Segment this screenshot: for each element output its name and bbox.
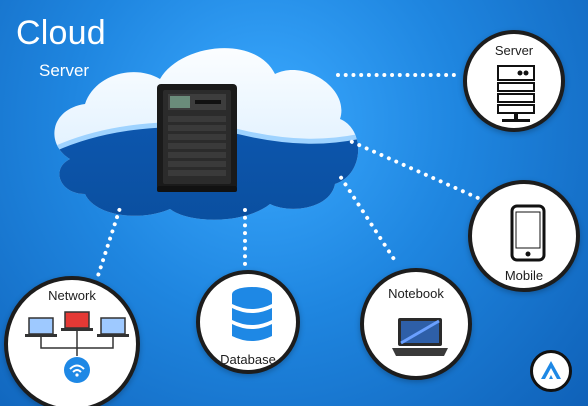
page-title: Cloud	[16, 14, 106, 52]
server-icon	[497, 65, 535, 122]
database-icon	[232, 287, 272, 341]
mobile-icon	[510, 204, 546, 262]
network-node[interactable]: Network	[4, 276, 140, 406]
connector-server	[336, 73, 456, 77]
page-subtitle: Server	[39, 61, 90, 80]
notebook-label: Notebook	[388, 286, 444, 301]
database-label: Database	[220, 352, 276, 367]
rack-server-icon	[157, 84, 237, 192]
notebook-node[interactable]: Notebook	[360, 268, 472, 380]
network-label: Network	[48, 288, 96, 303]
server-node[interactable]: Server	[463, 30, 565, 132]
connector-database	[243, 208, 247, 266]
mobile-node[interactable]: Mobile	[468, 180, 580, 292]
network-icon	[25, 311, 129, 383]
notebook-icon	[392, 318, 448, 356]
logo-icon	[530, 350, 572, 392]
database-node[interactable]: Database	[196, 270, 300, 374]
cloud-icon	[54, 48, 359, 220]
server-label: Server	[494, 43, 534, 58]
mobile-label: Mobile	[504, 268, 544, 283]
